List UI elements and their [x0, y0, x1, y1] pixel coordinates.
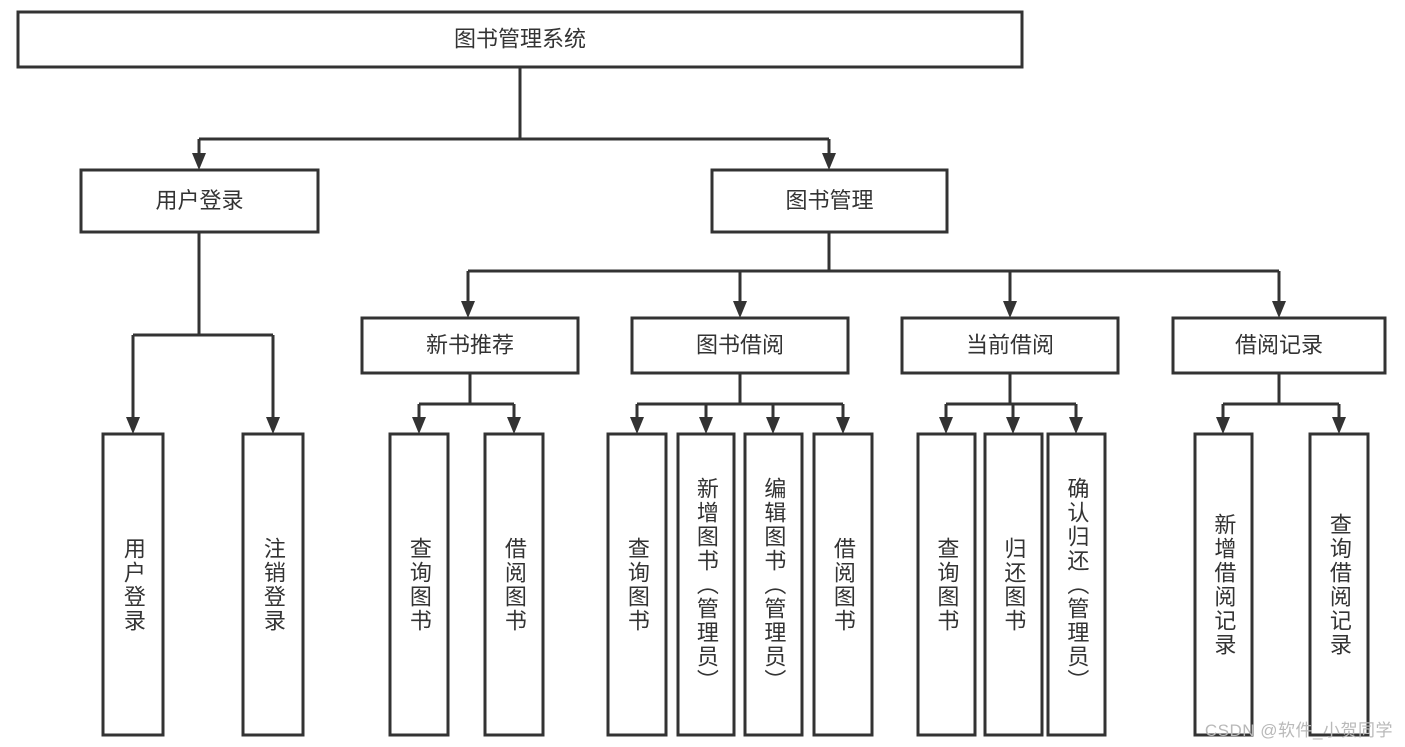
node-box-leaf-return-book[interactable]: [983, 432, 1044, 737]
arrow-head-icon: [412, 417, 426, 434]
arrow-head-icon: [1069, 417, 1083, 434]
node-box-user-login[interactable]: [79, 168, 320, 234]
arrow-head-icon: [1272, 301, 1286, 318]
node-box-leaf-confirm-return[interactable]: [1046, 432, 1107, 737]
node-label-root: 图书管理系统: [454, 26, 586, 51]
arrow-head-icon: [630, 417, 644, 434]
node-box-root[interactable]: [16, 10, 1024, 69]
arrow-head-icon: [266, 417, 280, 434]
node-box-borrow-record[interactable]: [1171, 316, 1387, 375]
node-box-leaf-edit-book[interactable]: [743, 432, 804, 737]
arrow-head-icon: [507, 417, 521, 434]
node-box-leaf-query-book-current[interactable]: [916, 432, 977, 737]
arrow-head-icon: [699, 417, 713, 434]
node-box-leaf-user-login[interactable]: [101, 432, 165, 737]
node-label-new-book-recommend: 新书推荐: [426, 332, 514, 357]
node-box-new-book-recommend[interactable]: [360, 316, 580, 375]
node-label-book-management: 图书管理: [785, 188, 873, 213]
node-box-book-management[interactable]: [710, 168, 949, 234]
arrow-head-icon: [766, 417, 780, 434]
arrow-head-icon: [1332, 417, 1346, 434]
node-box-leaf-logout[interactable]: [241, 432, 305, 737]
node-box-book-borrow[interactable]: [630, 316, 850, 375]
arrow-head-icon: [126, 417, 140, 434]
node-box-leaf-query-book-borrow[interactable]: [606, 432, 668, 737]
arrow-head-icon: [1003, 301, 1017, 318]
arrow-head-icon: [1216, 417, 1230, 434]
node-box-leaf-borrow-book[interactable]: [812, 432, 874, 737]
node-box-leaf-add-book[interactable]: [676, 432, 736, 737]
arrow-head-icon: [836, 417, 850, 434]
arrow-head-icon: [192, 153, 206, 170]
node-label-book-borrow: 图书借阅: [696, 332, 784, 357]
arrow-head-icon: [939, 417, 953, 434]
node-box-layer: [16, 10, 1387, 737]
arrow-head-icon: [822, 153, 836, 170]
arrow-head-icon: [733, 301, 747, 318]
arrow-head-icon: [1006, 417, 1020, 434]
node-box-leaf-add-borrow-record[interactable]: [1193, 432, 1254, 737]
watermark-text: CSDN @软件_小贺同学: [1204, 721, 1393, 740]
node-box-leaf-query-borrow-record[interactable]: [1308, 432, 1370, 737]
node-box-current-borrow[interactable]: [900, 316, 1120, 375]
node-label-borrow-record: 借阅记录: [1235, 332, 1323, 357]
arrow-head-icon: [461, 301, 475, 318]
node-box-leaf-query-book-recommend[interactable]: [388, 432, 450, 737]
connector-layer: [126, 67, 1346, 434]
node-box-leaf-borrow-book-recommend[interactable]: [483, 432, 545, 737]
node-label-current-borrow: 当前借阅: [966, 332, 1054, 357]
node-label-user-login: 用户登录: [155, 188, 243, 213]
